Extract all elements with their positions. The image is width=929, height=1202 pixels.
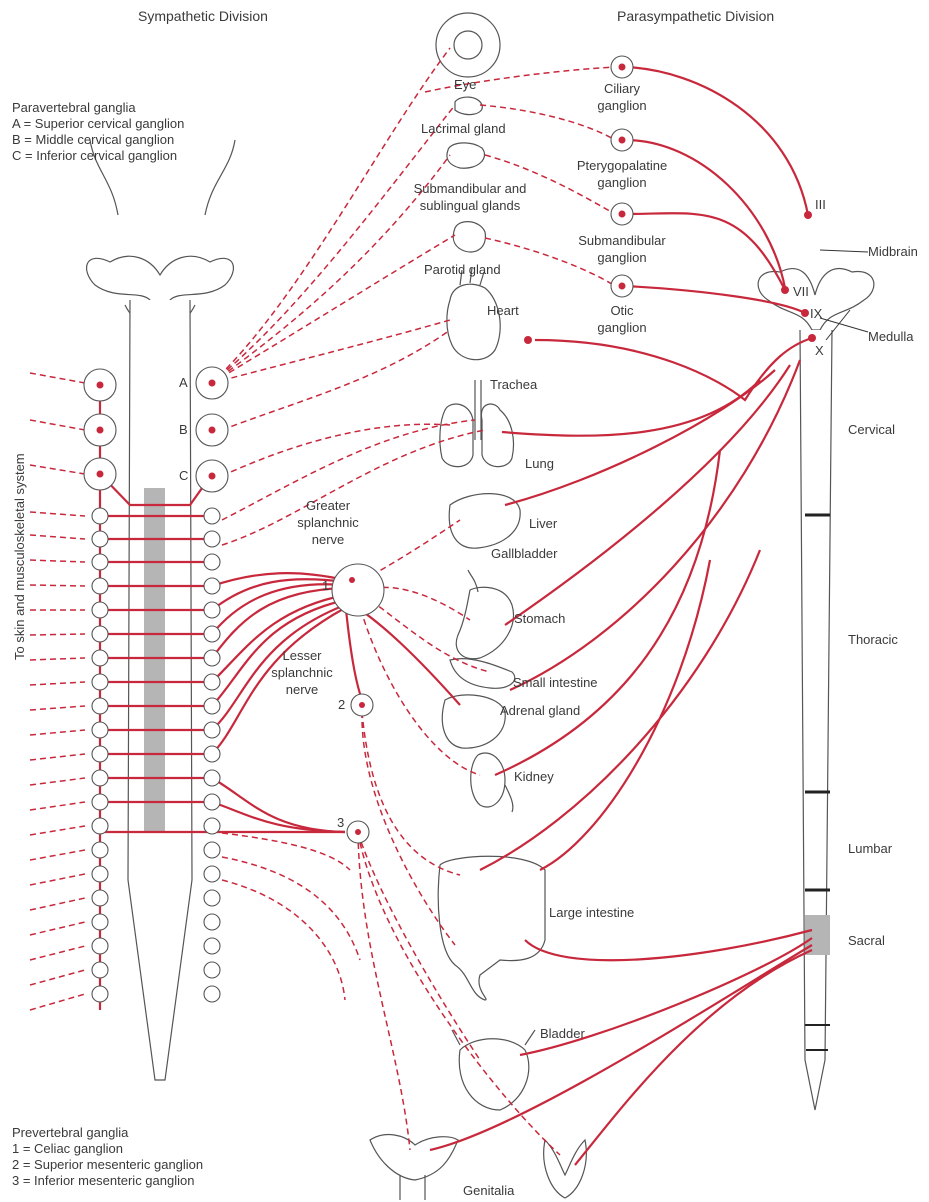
submandibular-ganglion-label: Submandibular ganglion xyxy=(562,232,682,266)
ciliary-ganglion-label: Ciliary ganglion xyxy=(570,80,674,114)
legend-item: 1 = Celiac ganglion xyxy=(12,1141,203,1157)
parasympathetic-division-title: Parasympathetic Division xyxy=(617,8,774,25)
prevertebral-legend: Prevertebral ganglia 1 = Celiac ganglion… xyxy=(12,1125,203,1189)
organ-label-genitalia: Genitalia xyxy=(463,1182,514,1199)
legend-item: A = Superior cervical ganglion xyxy=(12,116,184,132)
organ-label-heart: Heart xyxy=(487,302,519,319)
sympathetic-division-title: Sympathetic Division xyxy=(138,8,268,25)
cranial-nerve-iii: III xyxy=(815,196,826,213)
organ-label-liver: Liver xyxy=(529,515,557,532)
organ-label-stomach: Stomach xyxy=(514,610,565,627)
organ-label-parotid: Parotid gland xyxy=(424,261,501,278)
medulla-label: Medulla xyxy=(868,328,914,345)
ganglion-letter-a: A xyxy=(179,374,188,391)
parasympathetic-spinal-cord xyxy=(758,250,874,1110)
legend-item: 2 = Superior mesenteric ganglion xyxy=(12,1157,203,1173)
otic-ganglion-label: Otic ganglion xyxy=(570,302,674,336)
organ-label-adrenal: Adrenal gland xyxy=(500,702,580,719)
organ-label-trachea: Trachea xyxy=(490,376,537,393)
ganglion-number-3: 3 xyxy=(337,814,344,831)
organ-label-kidney: Kidney xyxy=(514,768,554,785)
greater-splanchnic-label: Greater splanchnic nerve xyxy=(288,497,368,548)
pterygopalatine-ganglion-label: Pterygopalatine ganglion xyxy=(562,157,682,191)
ganglion-letter-c: C xyxy=(179,467,188,484)
organ-label-small-intestine: Small intestine xyxy=(513,674,598,691)
cranial-nerve-vii: VII xyxy=(793,283,809,300)
cord-region-lumbar: Lumbar xyxy=(848,840,892,857)
skin-musculoskeletal-label: To skin and musculoskeletal system xyxy=(12,453,27,660)
ganglion-letter-b: B xyxy=(179,421,188,438)
organ-label-gallbladder: Gallbladder xyxy=(491,545,558,562)
legend-item: B = Middle cervical ganglion xyxy=(12,132,184,148)
legend-title: Paravertebral ganglia xyxy=(12,100,184,116)
organ-label-large-intestine: Large intestine xyxy=(549,904,634,921)
organ-label-submandibular: Submandibular and sublingual glands xyxy=(405,180,535,214)
ganglion-number-1: 1 xyxy=(322,577,329,594)
legend-item: C = Inferior cervical ganglion xyxy=(12,148,184,164)
legend-item: 3 = Inferior mesenteric ganglion xyxy=(12,1173,203,1189)
midbrain-label: Midbrain xyxy=(868,243,918,260)
organ-label-lacrimal: Lacrimal gland xyxy=(421,120,506,137)
cranial-nerve-x: X xyxy=(815,342,824,359)
cord-region-cervical: Cervical xyxy=(848,421,895,438)
organ-label-lung: Lung xyxy=(525,455,554,472)
organ-label-eye: Eye xyxy=(454,76,476,93)
paravertebral-legend: Paravertebral ganglia A = Superior cervi… xyxy=(12,100,184,164)
cord-region-sacral: Sacral xyxy=(848,932,885,949)
cranial-nerve-ix: IX xyxy=(810,305,822,322)
organ-label-bladder: Bladder xyxy=(540,1025,585,1042)
legend-title: Prevertebral ganglia xyxy=(12,1125,203,1141)
right-chain-ganglia xyxy=(196,367,228,1002)
ganglion-number-2: 2 xyxy=(338,696,345,713)
lesser-splanchnic-label: Lesser splanchnic nerve xyxy=(262,647,342,698)
cord-region-thoracic: Thoracic xyxy=(848,631,898,648)
